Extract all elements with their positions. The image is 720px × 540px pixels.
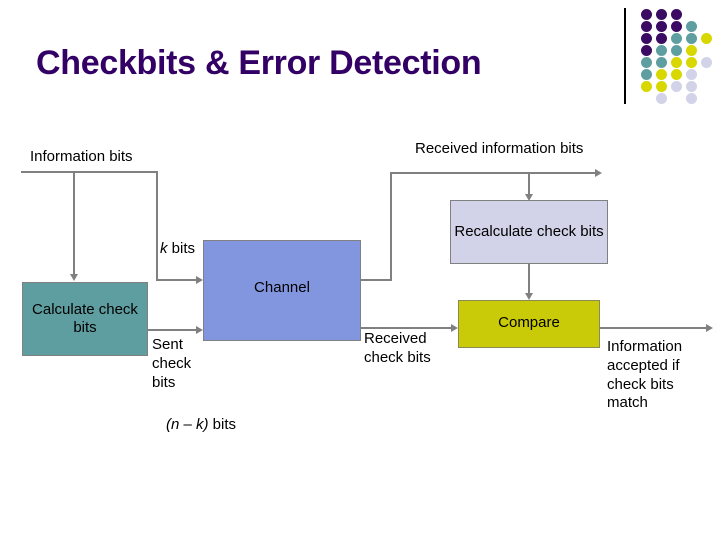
arrowhead-into-compare-top <box>525 293 533 300</box>
line-channel-out-top <box>361 279 392 281</box>
line-recalculate-to-compare <box>528 264 530 296</box>
logo-dot-teal <box>686 33 697 44</box>
n-k-bits-suffix: bits <box>208 416 237 433</box>
arrowhead-k-bits-into-channel <box>196 276 203 284</box>
line-information-to-calculate <box>73 171 75 275</box>
logo-dot-purple <box>656 33 667 44</box>
label-sent-check-bits: Sent check bits <box>152 336 192 391</box>
logo-dot-lavender <box>686 81 697 92</box>
logo-dot-yellow <box>671 69 682 80</box>
logo-divider-rule <box>624 8 626 104</box>
logo-dot-teal <box>686 21 697 32</box>
logo-dot-teal <box>641 57 652 68</box>
arrowhead-compare-output <box>706 324 713 332</box>
logo-dot-teal <box>656 45 667 56</box>
logo-dot-purple <box>641 9 652 20</box>
box-recalculate-check-bits[interactable]: Recalculate check bits <box>450 200 608 264</box>
logo-dot-purple <box>656 9 667 20</box>
logo-dot-purple <box>641 45 652 56</box>
k-symbol: k <box>160 240 168 257</box>
logo-dot-yellow <box>686 45 697 56</box>
logo-dot-purple <box>656 21 667 32</box>
label-received-check-bits: Received check bits <box>364 330 431 366</box>
line-received-info-riser <box>390 172 392 281</box>
logo-dot-lavender <box>656 93 667 104</box>
logo-dot-yellow <box>701 33 712 44</box>
logo-dot-teal <box>656 57 667 68</box>
arrowhead-into-calculate <box>70 274 78 281</box>
line-k-bits-vertical <box>156 171 158 281</box>
n-minus-k-symbol: (n – k) <box>166 416 209 433</box>
logo-dot-yellow <box>671 57 682 68</box>
logo-dot-teal <box>641 69 652 80</box>
k-bits-suffix: bits <box>167 240 196 257</box>
line-information-bits-trunk <box>21 171 158 173</box>
arrowhead-into-recalculate <box>525 194 533 201</box>
box-channel[interactable]: Channel <box>203 240 361 341</box>
box-compare[interactable]: Compare <box>458 300 600 348</box>
label-n-minus-k-bits: (n – k) bits <box>166 416 236 435</box>
logo-dot-purple <box>671 9 682 20</box>
line-received-check-bits <box>361 327 456 329</box>
arrowhead-received-information-bits <box>595 169 602 177</box>
line-k-bits-into-channel <box>156 279 201 281</box>
arrowhead-sent-check-bits-into-channel <box>196 326 203 334</box>
line-received-information-bits <box>390 172 598 174</box>
label-information-bits: Information bits <box>30 148 133 165</box>
logo-dot-teal <box>671 33 682 44</box>
logo-dot-yellow <box>686 57 697 68</box>
logo-dot-yellow <box>641 81 652 92</box>
line-compare-output <box>600 327 710 329</box>
label-k-bits: k bits <box>160 240 195 259</box>
label-information-accepted: Information accepted if check bits match <box>607 338 683 412</box>
line-sent-check-bits <box>148 329 201 331</box>
logo-dot-teal <box>671 45 682 56</box>
decorative-dot-grid-icon <box>641 9 717 104</box>
logo-dot-yellow <box>656 81 667 92</box>
label-received-information-bits: Received information bits <box>415 140 584 157</box>
logo-dot-purple <box>641 21 652 32</box>
logo-dot-lavender <box>701 57 712 68</box>
line-branch-into-recalculate <box>528 172 530 196</box>
logo-dot-lavender <box>671 81 682 92</box>
logo-dot-purple <box>641 33 652 44</box>
logo-dot-lavender <box>686 93 697 104</box>
box-calculate-check-bits[interactable]: Calculate check bits <box>22 282 148 356</box>
page-title: Checkbits & Error Detection <box>36 44 482 82</box>
logo-dot-yellow <box>656 69 667 80</box>
logo-dot-lavender <box>686 69 697 80</box>
logo-dot-purple <box>671 21 682 32</box>
arrowhead-received-check-bits-into-compare <box>451 324 458 332</box>
